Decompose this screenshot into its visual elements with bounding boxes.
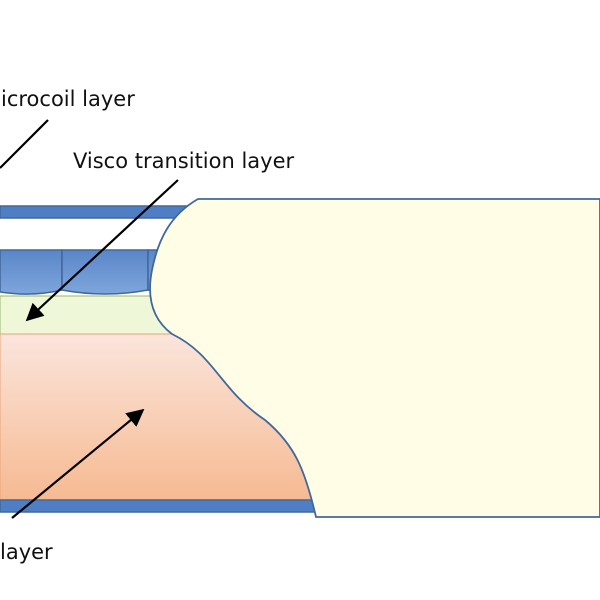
top-blue-band [0, 205, 201, 219]
microcoil-segment [61, 249, 149, 295]
arrow-pointer-microcoil [0, 119, 49, 169]
label-microcoil-layer: icrocoil layer [1, 87, 135, 111]
visco-transition-layer [0, 295, 171, 335]
label-bottom-layer: layer [0, 540, 53, 564]
label-visco-transition-layer: Visco transition layer [73, 149, 295, 173]
arrow-pointer-bottom-layer [11, 408, 145, 519]
cream-body [149, 198, 600, 518]
bottom-blue-band [0, 499, 321, 513]
arrow-pointer-visco [25, 179, 179, 322]
microcoil-row [0, 249, 169, 295]
microcoil-segment [0, 249, 63, 295]
